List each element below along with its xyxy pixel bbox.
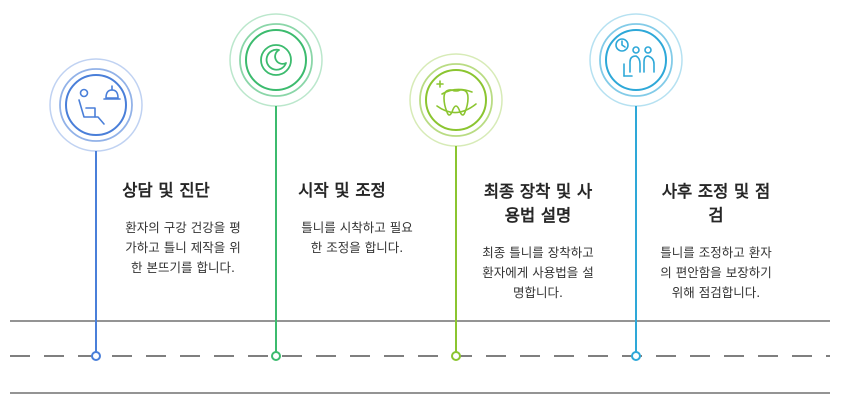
step-2-marker [229,13,323,361]
step-2-dot [271,351,281,361]
step-2-title: 시작 및 조정 [298,181,386,200]
step-4-ring [605,29,667,91]
step-3-dot [451,351,461,361]
step-1-ring [65,74,127,136]
step-4-description: 틀니를 조정하고 환자 의 편안함을 보장하기 위해 점검합니다. [660,245,772,300]
step-1-description: 환자의 구강 건강을 평 가하고 틀니 제작을 위 한 본뜨기를 합니다. [125,220,241,275]
step-2-description: 틀니를 시착하고 필요 한 조정을 합니다. [301,220,413,255]
step-1-marker [49,58,143,361]
step-4-title: 사후 조정 및 점 검 [661,182,771,225]
step-1-title: 상담 및 진단 [122,181,210,200]
step-4-dot [631,351,641,361]
step-3-marker [409,53,503,361]
step-4-marker [589,13,683,361]
waiting-room-icon [615,38,655,77]
step-3-description: 최종 틀니를 장착하고 환자에게 사용법을 설 명합니다. [482,245,594,300]
step-3-title: 최종 장착 및 사 용법 설명 [483,182,593,225]
moon-icon [260,44,292,76]
step-3-ring [425,69,487,131]
step-1-dot [91,351,101,361]
dentist-chair-icon [78,85,121,125]
road [10,320,830,394]
tooth-icon [436,80,477,116]
